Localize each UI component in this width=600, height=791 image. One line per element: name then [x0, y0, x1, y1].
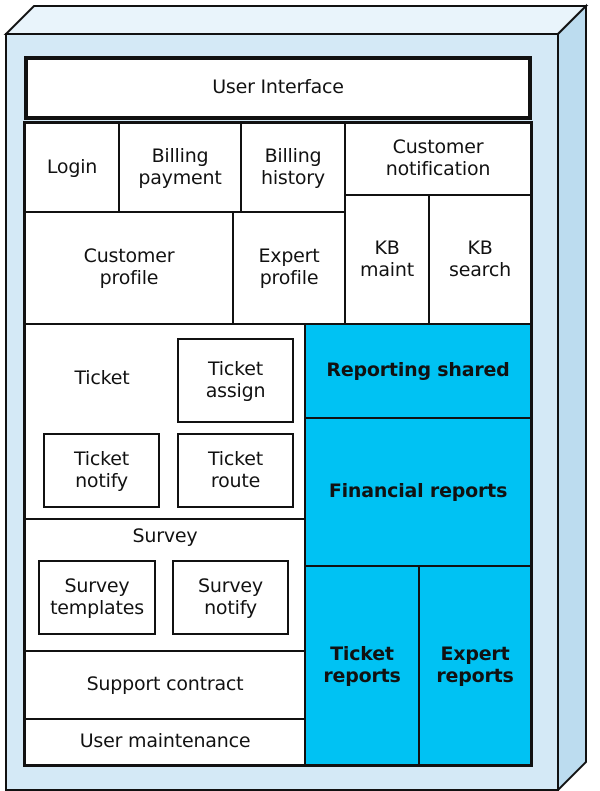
kb-search-box: KB search	[428, 194, 532, 325]
billing-history-box: Billing history	[240, 122, 346, 213]
reporting-shared-label: Reporting shared	[326, 359, 510, 382]
customer-profile-label: Customer profile	[83, 245, 175, 289]
expert-reports-box: Expert reports	[418, 565, 532, 766]
login-box: Login	[24, 122, 120, 213]
outer-container-top	[3, 5, 589, 35]
customer-profile-box: Customer profile	[24, 211, 234, 325]
financial-reports-label: Financial reports	[328, 480, 508, 503]
expert-profile-label: Expert profile	[258, 245, 320, 289]
survey-templates-box: Survey templates	[38, 560, 156, 635]
ticket-label: Ticket	[74, 367, 130, 389]
support-contract-box: Support contract	[24, 650, 306, 720]
expert-reports-label: Expert reports	[436, 642, 514, 687]
expert-profile-box: Expert profile	[232, 211, 346, 325]
ticket-assign-label: Ticket assign	[205, 357, 266, 402]
ticket-reports-label: Ticket reports	[323, 642, 401, 687]
billing-history-label: Billing history	[261, 144, 325, 189]
user-interface-box: User Interface	[24, 56, 532, 120]
billing-payment-label: Billing payment	[138, 144, 222, 189]
customer-notification-label: Customer notification	[385, 136, 491, 180]
outer-container-side	[557, 3, 587, 791]
survey-notify-label: Survey notify	[198, 574, 263, 619]
ticket-notify-label: Ticket notify	[73, 447, 129, 492]
kb-search-label: KB search	[449, 236, 511, 281]
survey-label: Survey	[132, 525, 198, 547]
survey-notify-box: Survey notify	[172, 560, 289, 635]
support-contract-label: Support contract	[86, 673, 244, 696]
ticket-assign-box: Ticket assign	[177, 338, 294, 423]
ticket-route-label: Ticket route	[207, 447, 263, 492]
ticket-notify-box: Ticket notify	[43, 433, 160, 508]
survey-templates-label: Survey templates	[50, 574, 144, 619]
billing-payment-box: Billing payment	[118, 122, 242, 213]
user-interface-label: User Interface	[212, 76, 344, 99]
reporting-shared-box: Reporting shared	[304, 323, 532, 419]
user-maintenance-box: User maintenance	[24, 718, 306, 766]
customer-notification-box: Customer notification	[344, 122, 532, 196]
user-maintenance-label: User maintenance	[79, 730, 251, 753]
financial-reports-box: Financial reports	[304, 417, 532, 567]
kb-maint-box: KB maint	[344, 194, 430, 325]
ticket-reports-box: Ticket reports	[304, 565, 420, 766]
kb-maint-label: KB maint	[360, 236, 414, 281]
login-label: Login	[46, 155, 98, 178]
ticket-route-box: Ticket route	[177, 433, 294, 508]
